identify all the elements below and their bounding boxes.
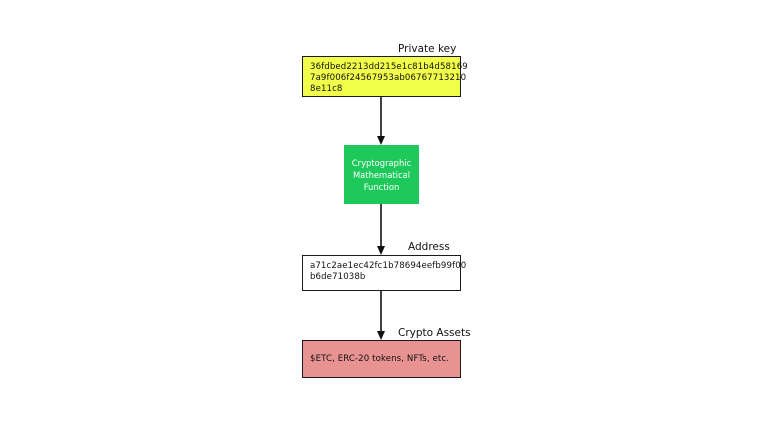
private-key-line-1: 36fdbed2213dd215e1c81b4d58169 [310,62,468,72]
address-label: Address [408,241,450,253]
arrowhead-assets [377,331,385,340]
address-line-2: b6de71038b [310,272,366,282]
private-key-line-2: 7a9f006f24567953ab06767713210 [310,73,467,83]
crypto-assets-label: Crypto Assets [398,327,471,339]
address-line-1: a71c2ae1ec42fc1b78694eefb99f00 [310,261,467,271]
crypto-assets-text: $ETC, ERC-20 tokens, NFTs, etc. [310,353,450,364]
crypto-function-line-3: Function [363,181,400,192]
private-key-line-3: 8e11c8 [310,84,343,94]
arrowhead-address [377,246,385,255]
private-key-box: 36fdbed2213dd215e1c81b4d58169 7a9f006f24… [302,56,468,97]
private-key-label: Private key [398,43,457,55]
arrowhead-function [377,136,385,145]
crypto-function-line-2: Mathematical [352,169,411,180]
address-box: a71c2ae1ec42fc1b78694eefb99f00 b6de71038… [302,255,467,291]
crypto-function-line-1: Cryptographic [351,157,412,168]
crypto-assets-box: $ETC, ERC-20 tokens, NFTs, etc. [302,340,461,378]
cryptographic-function-box: Cryptographic Mathematical Function [344,145,419,204]
